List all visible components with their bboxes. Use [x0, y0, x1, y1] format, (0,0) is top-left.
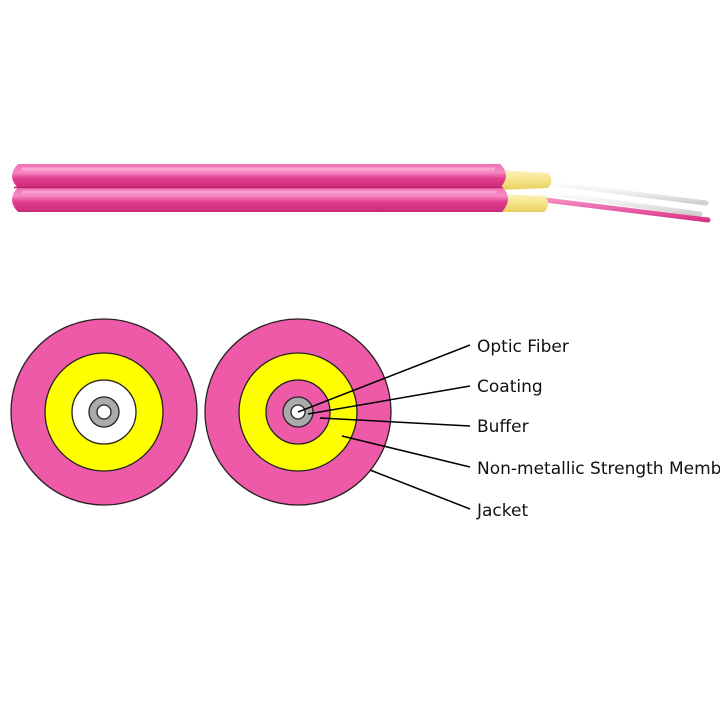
label-strength-member: Non-metallic Strength Memb [477, 459, 720, 479]
callout-labels: Optic Fiber Coating Buffer Non-metallic … [476, 337, 720, 521]
leader-coating [307, 385, 471, 415]
label-optic-fiber: Optic Fiber [477, 337, 569, 357]
leader-optic-fiber [297, 344, 471, 413]
cable-illustration [12, 164, 711, 223]
leader-buffer [319, 417, 471, 427]
leader-lines [297, 344, 471, 510]
leader-strength-member [341, 435, 471, 468]
label-coating: Coating [477, 377, 543, 397]
yarn-upper [498, 170, 552, 190]
leader-jacket [369, 469, 471, 510]
label-jacket: Jacket [476, 501, 528, 521]
white-fiber-lower [537, 189, 703, 217]
cross-section-left [10, 318, 198, 506]
stripped-fibers [537, 179, 711, 223]
label-buffer: Buffer [477, 417, 529, 437]
aramid-yarn [498, 170, 552, 212]
fiber-core-left [96, 404, 112, 420]
yarn-lower [498, 194, 549, 212]
pink-tight-buffer-fiber [542, 197, 711, 223]
white-fiber-upper [537, 179, 709, 206]
